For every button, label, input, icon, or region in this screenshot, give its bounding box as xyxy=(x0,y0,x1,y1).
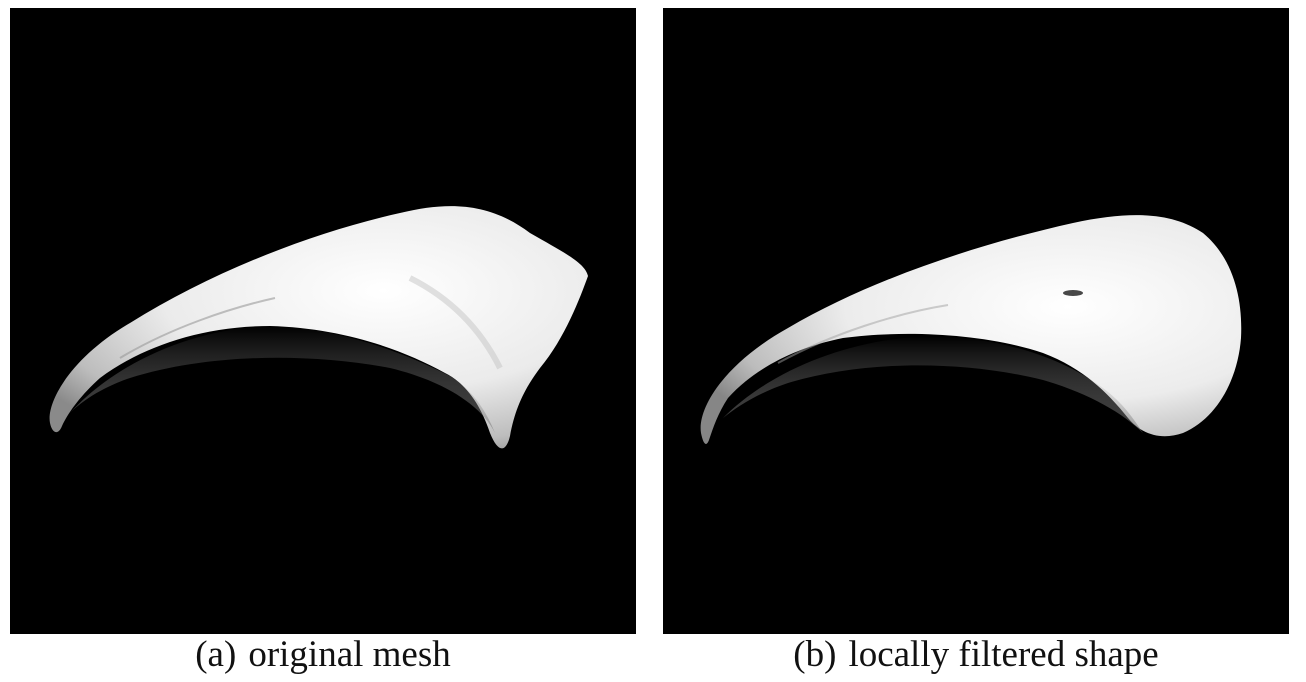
original-mesh-render xyxy=(49,206,589,449)
caption-locally-filtered-shape: (b) locally filtered shape xyxy=(663,632,1289,678)
shape-crease xyxy=(777,304,949,364)
mesh-crease xyxy=(119,297,276,359)
caption-tag: (b) xyxy=(793,634,837,675)
mesh-shading xyxy=(70,326,495,433)
mesh-surface xyxy=(49,206,589,449)
mesh-crease xyxy=(408,275,503,370)
surface-artifact xyxy=(1063,290,1083,296)
shape-surface xyxy=(700,215,1242,444)
caption-original-mesh: (a) original mesh xyxy=(10,632,636,678)
shape-shading xyxy=(723,336,1143,433)
caption-tag: (a) xyxy=(195,634,237,675)
panel-original-mesh xyxy=(10,8,636,634)
filtered-shape-render xyxy=(700,215,1242,444)
caption-label: locally filtered shape xyxy=(848,634,1159,675)
panel-locally-filtered-shape xyxy=(663,8,1289,634)
caption-label: original mesh xyxy=(248,634,451,675)
